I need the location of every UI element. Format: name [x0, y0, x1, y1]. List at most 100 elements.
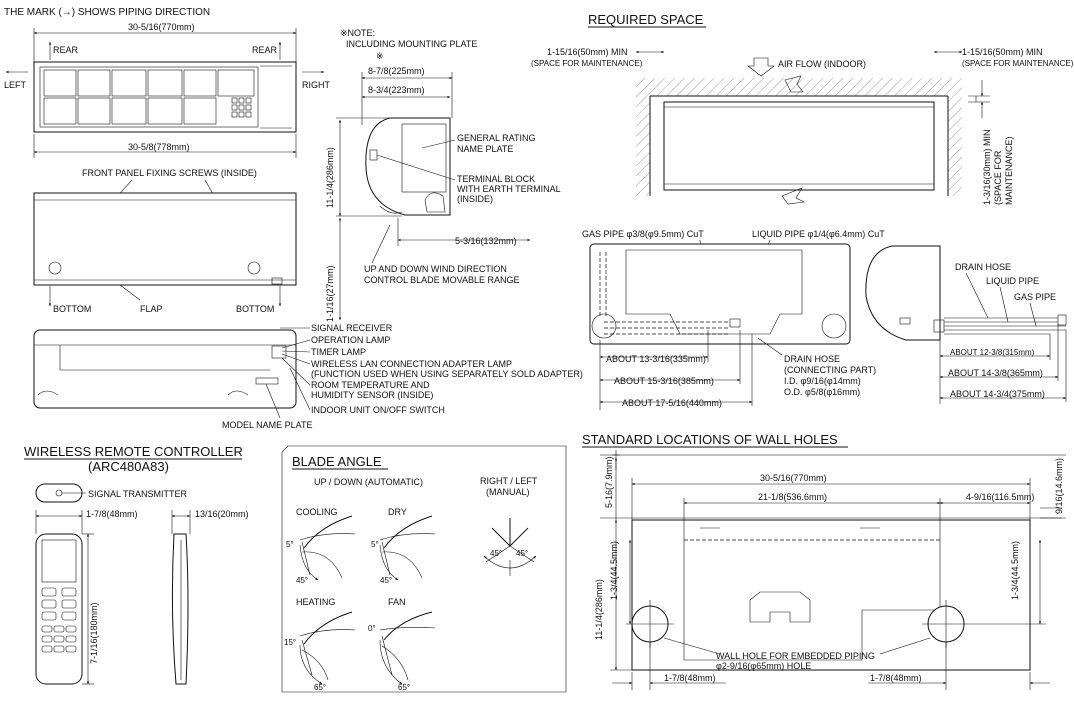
about-375-dim: ABOUT 14-3/4(375mm) [950, 389, 1045, 399]
mounting-plate [600, 517, 1066, 671]
wall-width-536-dim: 21-1/8(536.6mm) [758, 492, 827, 502]
cooling-angle-5: 5° [286, 540, 294, 549]
name-plate-label: NAME PLATE [457, 144, 513, 154]
blade-range-label: UP AND DOWN WIND DIRECTION [364, 264, 507, 274]
blade-range-dim: 5-3/16(132mm) [455, 236, 517, 246]
gas-pipe-label: GAS PIPE φ3/8(φ9.5mm) CuT [582, 229, 704, 239]
cooling-angle-45: 45° [296, 576, 308, 585]
dry-angle-45: 45° [380, 576, 392, 585]
heating-blade-diagram [299, 611, 356, 685]
updown-label: UP / DOWN (AUTOMATIC) [314, 477, 423, 487]
operation-lamp-label: OPERATION LAMP [311, 335, 390, 345]
dry-blade-diagram [379, 515, 436, 581]
fan-blade-diagram [379, 611, 436, 685]
drain-conn-sub: (CONNECTING PART) [784, 365, 876, 375]
terminal-block-label: TERMINAL BLOCK [457, 174, 535, 184]
signal-receiver-label: SIGNAL RECEIVER [311, 323, 393, 333]
blade-angle-title: BLADE ANGLE [292, 454, 382, 469]
wlan-note-label: (FUNCTION USED WHEN USING SEPARATELY SOL… [311, 369, 583, 379]
heating-angle-15: 15° [284, 638, 296, 647]
wall-hole-label: WALL HOLE FOR EMBEDDED PIPING [716, 651, 875, 661]
blade-range-label-2: CONTROL BLADE MOVABLE RANGE [364, 275, 520, 285]
timer-lamp-label: TIMER LAMP [311, 347, 366, 357]
cooling-blade-diagram [299, 515, 356, 581]
about-440-dim: ABOUT 17-5/16(440mm) [622, 398, 722, 408]
rating-plate-label: GENERAL RATING [457, 133, 536, 143]
about-385-dim: ABOUT 15-3/16(385mm) [614, 376, 714, 386]
remote-model: (ARC480A83) [88, 459, 169, 474]
rear-left-label: REAR [53, 45, 79, 55]
remote-height-dim: 7-1/16(180mm) [89, 602, 99, 664]
wall-holes-title: STANDARD LOCATIONS OF WALL HOLES [582, 432, 838, 447]
depth-inner-dim: 8-3/4(223mm) [368, 85, 425, 95]
signal-transmitter-label: SIGNAL TRANSMITTER [88, 489, 188, 499]
rear-right-label: REAR [252, 45, 278, 55]
side-view-unit [365, 117, 451, 216]
drain-od-label: O.D. φ5/8(φ16mm) [784, 387, 860, 397]
top-clearance-note-2: MAINTENANCE) [1004, 136, 1014, 205]
rightleft-label: RIGHT / LEFT [480, 476, 538, 486]
terminal-inside-label: (INSIDE) [457, 194, 493, 204]
required-space-title: REQUIRED SPACE [588, 12, 704, 27]
note-mark: ※ [376, 51, 384, 61]
remote-thickness-dim: 13/16(20mm) [195, 509, 249, 519]
fan-angle-0: 0° [368, 624, 376, 633]
about-335-dim: ABOUT 13-3/16(335mm) [606, 354, 706, 364]
earth-terminal-label: WITH EARTH TERMINAL [457, 184, 561, 194]
about-315-dim: ABOUT 12-3/8(315mm) [950, 348, 1035, 357]
room-temp-label: ROOM TEMPERATURE AND [311, 380, 430, 390]
left-label: LEFT [4, 80, 27, 90]
top-clearance-dim: 1-3/16(30mm) MIN [982, 129, 992, 205]
onoff-switch-label: INDOOR UNIT ON/OFF SWITCH [311, 405, 445, 415]
flap-label: FLAP [140, 304, 163, 314]
side-height-dim: 11-1/4(286mm) [325, 147, 335, 208]
bottom-right-48-dim: 1-7/8(48mm) [870, 673, 922, 683]
liquid-pipe-2-label: LIQUID PIPE [986, 276, 1039, 286]
drain-conn-label: DRAIN HOSE [784, 354, 840, 364]
liquid-pipe-label: LIQUID PIPE φ1/4(φ6.4mm) CuT [752, 229, 885, 239]
bottom-gap-dim: 1-1/16(27mm) [325, 265, 335, 322]
rl-angle-right: 45° [516, 549, 528, 558]
left-clearance-note: (SPACE FOR MAINTENANCE) [531, 59, 643, 68]
wall-width-116-dim: 4-9/16(116.5mm) [966, 492, 1034, 502]
remote-width-dim: 1-7/8(48mm) [86, 509, 138, 519]
dry-label: DRY [388, 507, 407, 517]
bottom-left-label: BOTTOM [53, 304, 91, 314]
wall-width-770-dim: 30-5/16(770mm) [760, 473, 827, 483]
right-label: RIGHT [302, 80, 331, 90]
right-clearance-note: (SPACE FOR MAINTENANCE) [962, 59, 1074, 68]
bottom-view-unit [33, 329, 297, 409]
top-view-unit [33, 61, 297, 133]
rightleft-manual: (MANUAL) [486, 487, 530, 497]
wlan-lamp-label: WIRELESS LAN CONNECTION ADAPTER LAMP [311, 359, 512, 369]
left-clearance-dim: 1-15/16(50mm) MIN [547, 47, 628, 57]
fan-angle-65: 65° [398, 683, 410, 692]
remote-title: WIRELESS REMOTE CONTROLLER [24, 444, 243, 459]
piping-mark-note: THE MARK (→) SHOWS PIPING DIRECTION [4, 7, 210, 18]
heating-label: HEATING [296, 597, 335, 607]
heating-angle-65: 65° [314, 683, 326, 692]
wall-height-286-dim: 11-1/4(286mm) [594, 579, 604, 640]
remote-front-view [35, 533, 83, 685]
cooling-label: COOLING [296, 507, 338, 517]
bottom-right-label: BOTTOM [236, 304, 274, 314]
offset-79-dim: 5-16(7.9mm) [604, 456, 614, 508]
wall-hole-size-label: φ2-9/16(φ65mm) HOLE [716, 661, 811, 671]
piping-front-unit [589, 243, 851, 345]
model-plate-label: MODEL NAME PLATE [222, 420, 313, 430]
dry-angle-5: 5° [371, 540, 379, 549]
remote-side-view [171, 533, 189, 685]
right-clearance-dim: 1-15/16(50mm) MIN [962, 47, 1043, 57]
humidity-sensor-label: HUMIDITY SENSOR (INSIDE) [311, 390, 433, 400]
right-445-dim: 1-3/4(44.5mm) [1010, 541, 1020, 600]
note-text: INCLUDING MOUNTING PLATE [346, 39, 477, 49]
piping-side-unit [865, 245, 1067, 341]
depth-outer-dim: 8-7/8(225mm) [368, 66, 425, 76]
note-title: ※NOTE: [340, 28, 375, 38]
drain-id-label: I.D. φ9/16(φ14mm) [784, 376, 861, 386]
about-365-dim: ABOUT 14-3/8(365mm) [948, 368, 1043, 378]
gas-pipe-2-label: GAS PIPE [1014, 292, 1056, 302]
front-panel-screws-label: FRONT PANEL FIXING SCREWS (INSIDE) [82, 168, 257, 178]
